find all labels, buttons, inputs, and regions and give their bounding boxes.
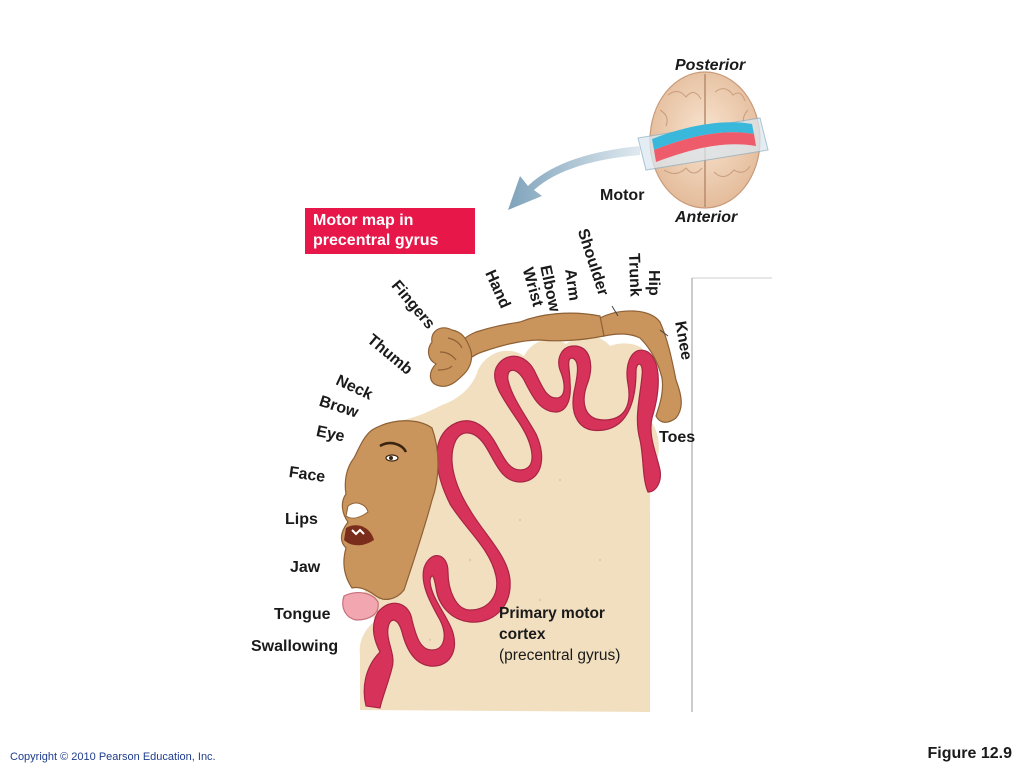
tongue-label: Tongue xyxy=(274,606,331,623)
cortex-label-line-3: (precentral gyrus) xyxy=(499,647,621,664)
white-matter xyxy=(359,336,659,712)
pointer-arrow xyxy=(508,146,640,210)
tick-marks xyxy=(611,305,669,337)
cortex-label-line-1: Primary motor xyxy=(499,605,605,622)
cortex-label-line-2: cortex xyxy=(499,626,546,643)
motor-label: Motor xyxy=(600,187,645,204)
arm-label: Arm xyxy=(561,267,583,302)
primary-motor-cortex-label: Primary motor cortex (precentral gyrus) xyxy=(499,603,620,666)
face-details xyxy=(344,441,408,546)
tongue-shape xyxy=(342,592,379,621)
hip-label: Hip xyxy=(645,270,662,296)
badge-line-1: Motor map in xyxy=(313,212,414,229)
homunculus-figure xyxy=(340,310,682,600)
brain-top-view xyxy=(637,71,769,209)
jaw-label: Jaw xyxy=(290,559,321,576)
cortex-gray-matter xyxy=(363,345,661,709)
trunk-label: Trunk xyxy=(625,252,644,298)
motor-map-badge: Motor map in precentral gyrus xyxy=(305,208,475,254)
lips-label: Lips xyxy=(285,511,318,528)
badge-line-2: precentral gyrus xyxy=(313,232,439,249)
swallowing-label: Swallowing xyxy=(251,638,339,655)
copyright-text: Copyright © 2010 Pearson Education, Inc. xyxy=(10,751,216,763)
toes-label: Toes xyxy=(659,429,696,446)
anterior-label: Anterior xyxy=(675,209,738,226)
figure-number: Figure 12.9 xyxy=(927,745,1012,762)
posterior-label: Posterior xyxy=(675,57,746,74)
